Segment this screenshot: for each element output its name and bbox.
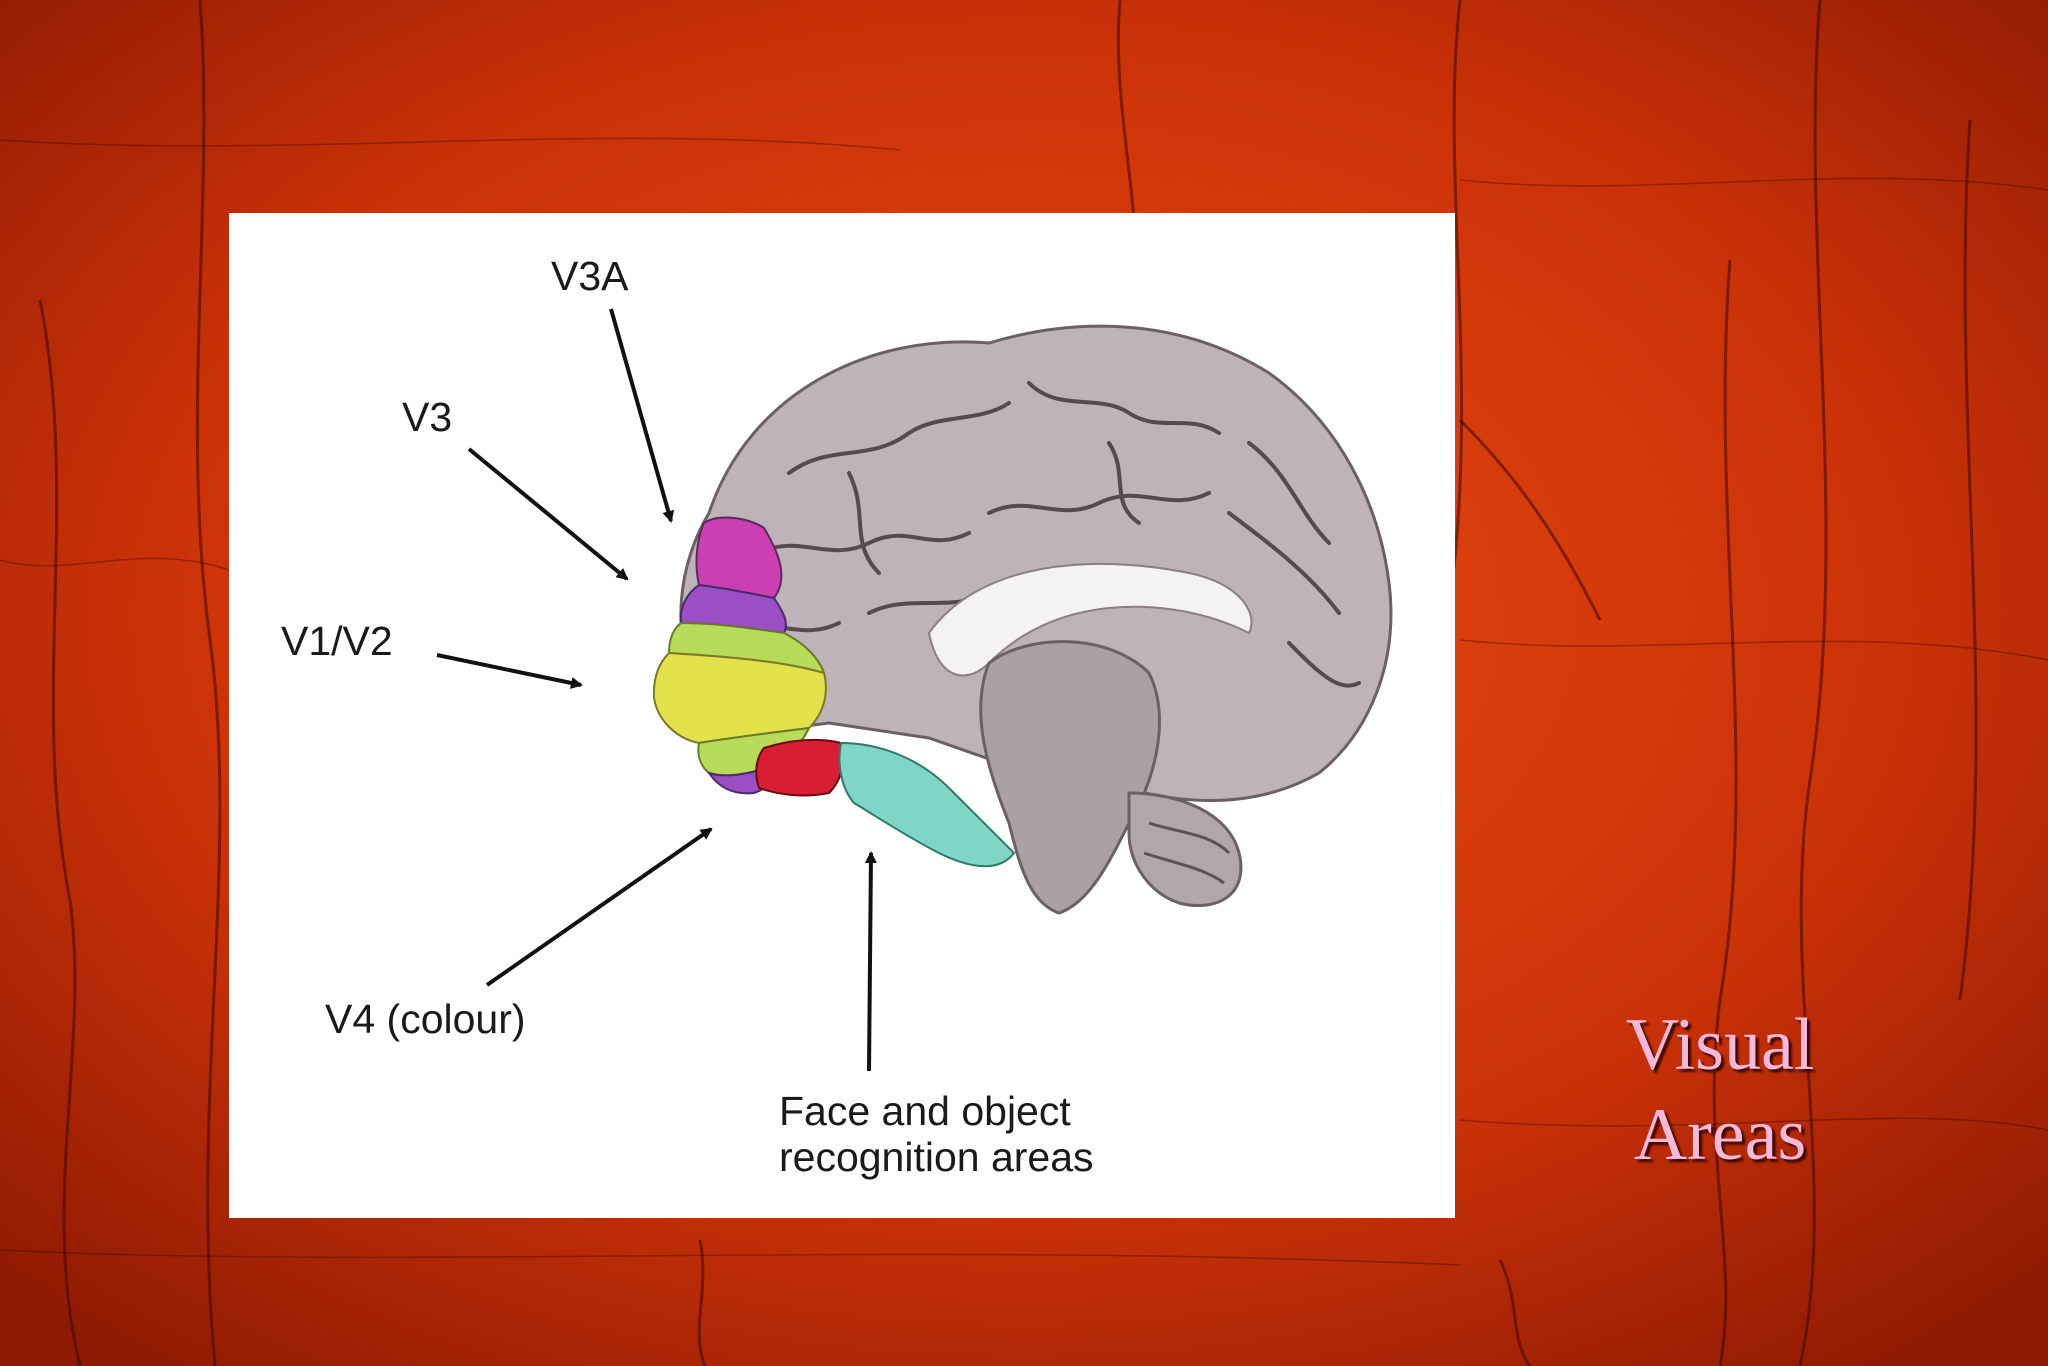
label-v3a: V3A xyxy=(551,253,629,299)
slide-title: Visual Areas xyxy=(1560,1000,1880,1180)
arrow-v3a xyxy=(609,308,675,523)
arrow-face-object xyxy=(864,851,877,1072)
brainstem xyxy=(979,640,1161,915)
arrow-v4 xyxy=(485,827,713,987)
arrow-v3 xyxy=(467,447,629,581)
arrow-v1-v2 xyxy=(436,653,583,689)
region-face-object-recognition xyxy=(838,741,1016,868)
brain-diagram-panel: V3A V3 V1/V2 V4 (colour) Face and object… xyxy=(229,213,1455,1218)
brain-diagram: V3A V3 V1/V2 V4 (colour) Face and object… xyxy=(281,253,1393,1180)
label-v1-v2: V1/V2 xyxy=(281,618,393,664)
label-face-object-line1: Face and object xyxy=(779,1088,1071,1134)
slide-title-line2: Areas xyxy=(1633,1094,1807,1176)
label-v4: V4 (colour) xyxy=(325,996,526,1042)
brain-sulci xyxy=(727,381,1361,688)
slide-title-line1: Visual xyxy=(1625,1004,1815,1086)
brain-cortex xyxy=(679,324,1393,802)
label-face-object-line2: recognition areas xyxy=(779,1134,1094,1180)
region-v4 xyxy=(755,738,845,797)
label-v3: V3 xyxy=(402,394,452,440)
